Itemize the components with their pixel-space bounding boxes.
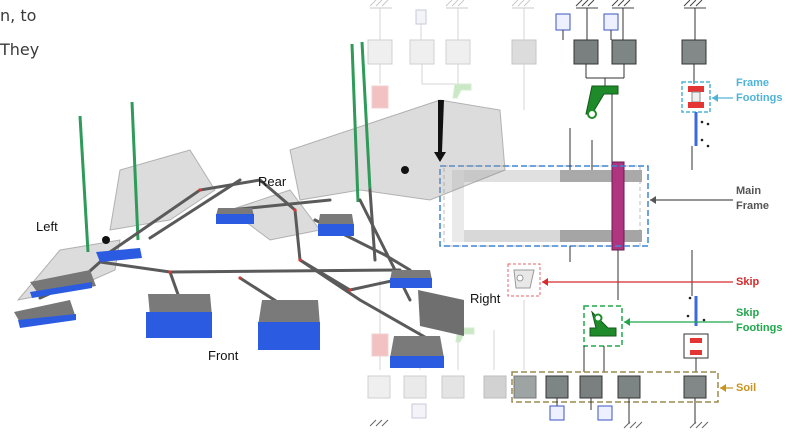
bottom-connectors [369, 398, 709, 429]
callout-frame-footings-line2: Footings [736, 92, 783, 104]
skip-element-faded [513, 269, 535, 289]
label-left: Left [36, 219, 58, 234]
callout-frame-footings-line1: Frame [736, 77, 770, 89]
schematic-diagram [367, 0, 719, 429]
intro-text-line2: They [0, 40, 40, 59]
callout-main-frame-line2: Frame [736, 200, 770, 212]
skip-footing-icon [589, 310, 617, 337]
callout-skip: Skip [736, 276, 760, 288]
coord-axes-bottom [686, 296, 706, 322]
top-row-frame-elements [555, 8, 707, 90]
3d-model-view [14, 41, 506, 368]
main-frame-highlight [439, 165, 649, 247]
footing-front-left [146, 294, 212, 338]
callout-arrows [542, 94, 733, 392]
frame-vertical-links [569, 128, 693, 300]
callout-soil: Soil [736, 382, 757, 394]
soil-row [367, 371, 719, 403]
intro-text-line1: n, to [0, 6, 37, 25]
footing-right-lower [390, 336, 444, 368]
label-front: Front [208, 348, 239, 363]
footing-left-slabs [14, 248, 142, 328]
footing-right-upper [390, 270, 432, 288]
vertical-struts [78, 41, 372, 253]
top-ground-hatches-faded [369, 0, 534, 9]
footing-right-slab [418, 290, 464, 336]
callout-main-frame-line1: Main [736, 185, 762, 197]
callout-skip-footings: Skip Footings [736, 306, 782, 336]
footing-rear-right [318, 214, 354, 236]
frame-footing-icon [688, 86, 704, 108]
load-point [401, 166, 409, 174]
top-row-faded-elements [367, 9, 537, 65]
footing-rear-left [216, 208, 254, 224]
top-ground-hatches [575, 0, 706, 9]
frame-joints [168, 188, 352, 292]
callout-frame-footings: Frame Footings [736, 76, 782, 106]
faded-frame-footing-icons [371, 85, 389, 357]
load-arrow [434, 100, 446, 162]
callout-main-frame: Main Frame [736, 184, 769, 214]
label-right: Right [470, 291, 501, 306]
label-rear: Rear [258, 174, 287, 189]
footings [14, 208, 464, 368]
footing-front-center [258, 300, 320, 350]
soil-highlight [511, 371, 719, 403]
skip-highlight [507, 263, 541, 297]
skip-footing-highlight [583, 305, 623, 347]
skip-element-top [585, 85, 619, 119]
lower-frame-footing-icon [683, 333, 709, 359]
callout-skip-footings-line1: Skip [736, 307, 760, 319]
coord-axes-top [700, 120, 710, 148]
callout-skip-footings-line2: Footings [736, 322, 783, 334]
left-load-point [102, 236, 110, 244]
